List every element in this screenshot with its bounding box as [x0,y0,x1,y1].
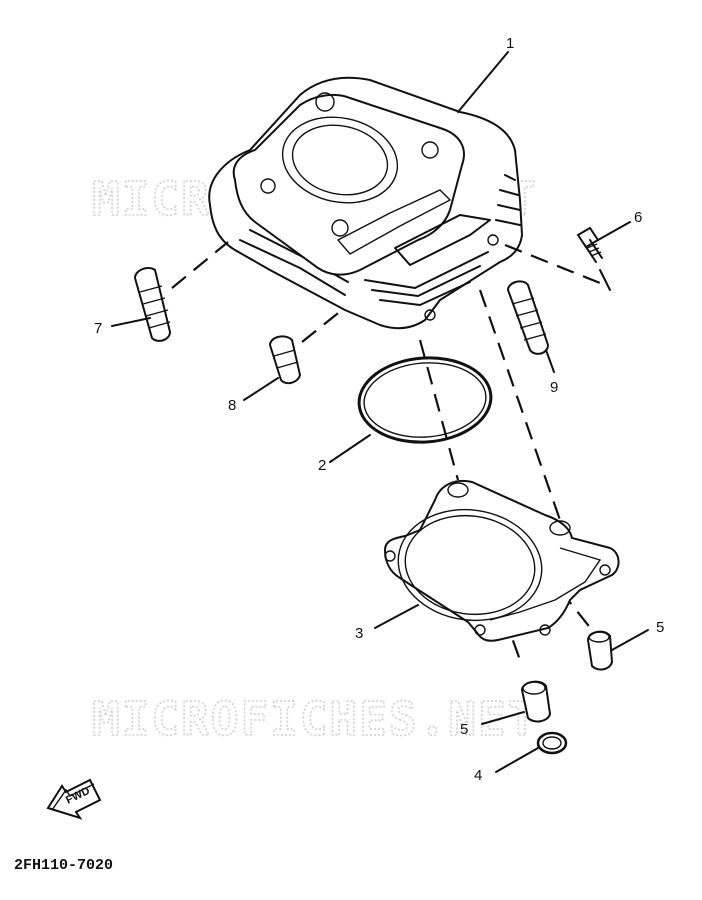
o-ring-part-2[interactable] [356,353,494,446]
dowel-pin-part-9[interactable] [506,280,550,355]
watermark-bottom: MICROFICHES.NET [92,692,537,746]
guide-line-bolt [504,243,606,287]
cylinder-part-1[interactable] [208,76,524,330]
leader-line-6 [597,221,631,241]
leader-line-4 [495,747,539,773]
callout-5-left[interactable]: 5 [460,721,468,738]
guide-tick [599,269,611,291]
leader-line-5-right [611,629,649,651]
dowel-pin-part-7[interactable] [133,267,172,342]
guide-line-center [418,339,460,481]
leader-line-7 [111,317,151,327]
small-o-ring-part-4[interactable] [536,731,568,755]
diagram-code: 2FH110-7020 [14,857,113,874]
callout-2[interactable]: 2 [318,457,326,474]
leader-line-8 [243,377,279,401]
guide-line-7 [171,241,229,289]
dowel-pin-part-8[interactable] [268,335,302,385]
leader-line-2 [329,434,371,463]
callout-9[interactable]: 9 [550,379,558,396]
leader-line-9 [545,349,555,373]
callout-7[interactable]: 7 [94,320,102,337]
leader-line-1 [457,51,509,113]
bolt-part-6[interactable] [576,226,603,263]
callout-1[interactable]: 1 [506,35,514,52]
callout-4[interactable]: 4 [474,767,482,784]
fwd-arrow-icon: FWD [46,778,102,820]
callout-6[interactable]: 6 [634,209,642,226]
dowel-part-5-left[interactable] [520,680,552,723]
callout-8[interactable]: 8 [228,397,236,414]
callout-5-right[interactable]: 5 [656,619,664,636]
dowel-part-5-right[interactable] [586,630,614,671]
guide-line-8 [301,309,343,343]
callout-3[interactable]: 3 [355,625,363,642]
leader-line-3 [374,604,419,629]
leader-line-5-left [481,711,525,725]
guide-line-right [478,289,562,521]
gasket-part-3[interactable] [383,480,620,642]
